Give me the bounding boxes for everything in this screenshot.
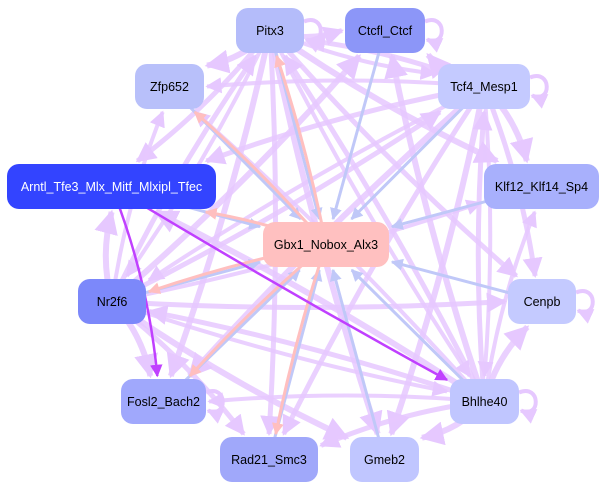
edge-bhlhe40-to-nr2f6 bbox=[147, 305, 486, 404]
edge-bhlhe40-to-pitx3 bbox=[282, 54, 487, 403]
node-box[interactable] bbox=[7, 164, 216, 209]
edge-bhlhe40-to-klf12 bbox=[482, 210, 537, 402]
node-klf12[interactable]: Klf12_Klf14_Sp4 bbox=[484, 164, 599, 209]
node-label: Fosl2_Bach2 bbox=[127, 395, 200, 409]
node-box[interactable] bbox=[450, 379, 519, 424]
node-gmeb2[interactable]: Gmeb2 bbox=[350, 437, 419, 482]
edge-nr2f6-to-tcf4 bbox=[110, 109, 442, 304]
node-box[interactable] bbox=[263, 222, 389, 267]
self-loop-tcf4 bbox=[529, 74, 549, 109]
node-box[interactable] bbox=[508, 279, 576, 324]
node-box[interactable] bbox=[438, 64, 530, 109]
node-label: Ctcfl_Ctcf bbox=[358, 24, 413, 38]
node-box[interactable] bbox=[236, 8, 304, 53]
edge-pitx3-to-fosl2 bbox=[166, 29, 273, 379]
edge-gbx1-to-rad21 bbox=[272, 244, 328, 436]
edge-nr2f6-to-ctcfl bbox=[110, 54, 362, 304]
node-nr2f6[interactable]: Nr2f6 bbox=[78, 279, 146, 324]
node-label: Bhlhe40 bbox=[462, 395, 508, 409]
edge-gbx1-to-pitx3 bbox=[274, 54, 328, 245]
node-tcf4[interactable]: Tcf4_Mesp1 bbox=[438, 64, 530, 109]
node-box[interactable] bbox=[78, 279, 146, 324]
node-label: Klf12_Klf14_Sp4 bbox=[495, 180, 588, 194]
node-box[interactable] bbox=[345, 8, 425, 53]
node-bhlhe40[interactable]: Bhlhe40 bbox=[450, 379, 519, 424]
edge-bhlhe40-to-fosl2 bbox=[207, 392, 485, 409]
node-rad21[interactable]: Rad21_Smc3 bbox=[220, 437, 318, 482]
edge-tcf4-to-nr2f6 bbox=[147, 84, 485, 282]
self-loop-bhlhe40 bbox=[518, 389, 538, 424]
edge-gmeb2-to-gbx1 bbox=[329, 268, 386, 460]
node-pitx3[interactable]: Pitx3 bbox=[236, 8, 304, 53]
node-label: Gmeb2 bbox=[364, 453, 405, 467]
node-box[interactable] bbox=[350, 437, 419, 482]
node-box[interactable] bbox=[220, 437, 318, 482]
node-box[interactable] bbox=[135, 64, 204, 109]
node-label: Pitx3 bbox=[256, 24, 284, 38]
self-loop-cenpb bbox=[575, 289, 595, 324]
edge-bhlhe40-to-ctcfl bbox=[384, 53, 488, 403]
node-box[interactable] bbox=[484, 164, 599, 209]
node-label: Gbx1_Nobox_Alx3 bbox=[274, 238, 378, 252]
self-loop-pitx3 bbox=[303, 18, 323, 53]
self-loop-ctcfl bbox=[424, 18, 444, 53]
node-label: Arntl_Tfe3_Mlx_Mitf_Mlxipl_Tfec bbox=[21, 180, 202, 194]
node-cenpb[interactable]: Cenpb bbox=[508, 279, 576, 324]
node-fosl2[interactable]: Fosl2_Bach2 bbox=[121, 379, 206, 424]
node-label: Cenpb bbox=[524, 295, 561, 309]
edge-arntl-to-bhlhe40 bbox=[110, 185, 449, 381]
edge-bhlhe40-to-tcf4 bbox=[472, 110, 493, 402]
node-box[interactable] bbox=[121, 379, 206, 424]
node-zfp652[interactable]: Zfp652 bbox=[135, 64, 204, 109]
node-label: Tcf4_Mesp1 bbox=[450, 80, 517, 94]
node-ctcfl[interactable]: Ctcfl_Ctcf bbox=[345, 8, 425, 53]
self-loop-fosl2 bbox=[205, 389, 225, 424]
node-label: Nr2f6 bbox=[97, 295, 128, 309]
node-label: Zfp652 bbox=[150, 80, 189, 94]
node-label: Rad21_Smc3 bbox=[231, 453, 307, 467]
node-gbx1[interactable]: Gbx1_Nobox_Alx3 bbox=[263, 222, 389, 267]
edge-rad21-to-gbx1 bbox=[267, 268, 323, 460]
node-arntl[interactable]: Arntl_Tfe3_Mlx_Mitf_Mlxipl_Tfec bbox=[7, 164, 216, 209]
